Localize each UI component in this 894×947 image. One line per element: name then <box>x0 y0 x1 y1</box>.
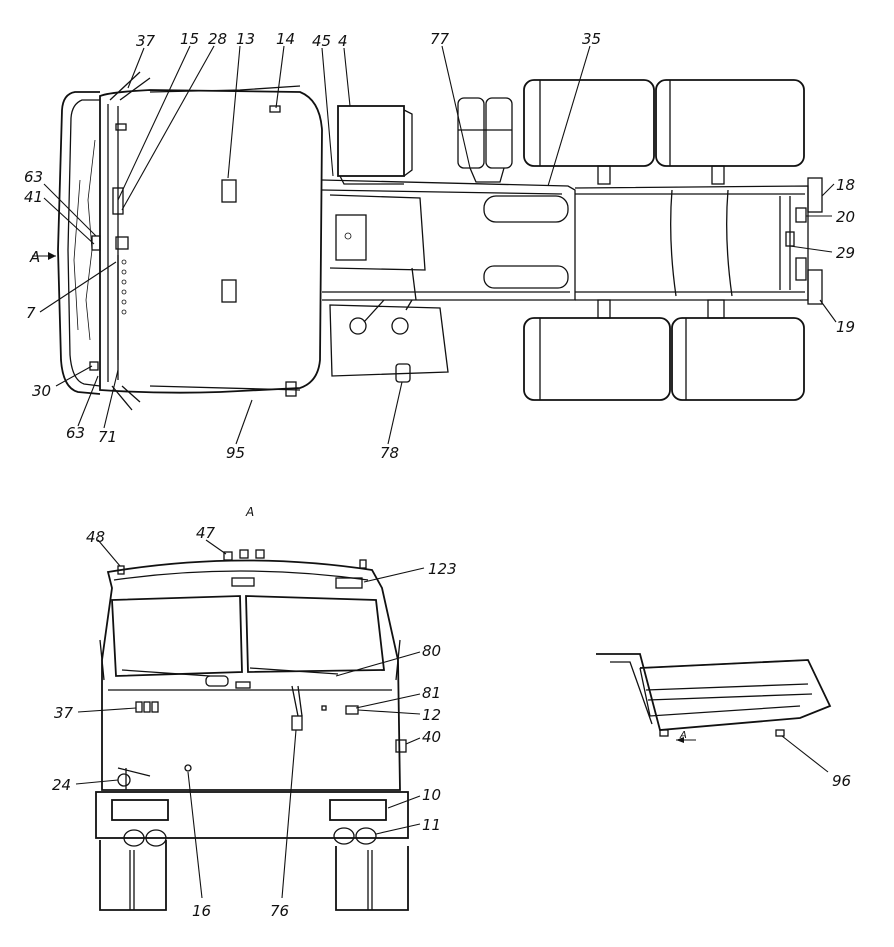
callout-63-lower: 63 <box>66 424 85 442</box>
callout-40: 40 <box>422 728 441 746</box>
callout-30: 30 <box>32 382 51 400</box>
callout-71: 71 <box>98 428 117 446</box>
callout-14: 14 <box>276 30 295 48</box>
callout-47: 47 <box>196 524 216 542</box>
leader-lines <box>32 45 837 899</box>
callout-28: 28 <box>208 30 227 48</box>
callout-12: 12 <box>422 706 441 724</box>
callout-37-top: 37 <box>136 32 156 50</box>
callout-13: 13 <box>236 30 255 48</box>
callout-18: 18 <box>836 176 855 194</box>
front-view-title: A <box>245 505 254 519</box>
callout-11: 11 <box>422 816 441 834</box>
callout-20: 20 <box>836 208 855 226</box>
callout-labels: 37 15 28 13 14 45 4 77 35 18 20 29 19 63… <box>24 30 855 920</box>
callout-24: 24 <box>52 776 71 794</box>
callout-77: 77 <box>430 30 450 48</box>
callout-45: 45 <box>312 32 331 50</box>
callout-95: 95 <box>226 444 245 462</box>
callout-10: 10 <box>422 786 441 804</box>
callout-63-upper: 63 <box>24 168 43 186</box>
callout-4: 4 <box>338 32 348 50</box>
top-view-chassis <box>321 79 823 401</box>
frame-detail-view <box>596 653 832 737</box>
callout-96: 96 <box>832 772 851 790</box>
view-marker-a-frame: A <box>679 730 687 741</box>
view-marker-a-top: A <box>29 248 40 266</box>
callout-19: 19 <box>836 318 855 336</box>
callout-35: 35 <box>582 30 601 48</box>
top-view-cab <box>57 71 323 411</box>
callout-37-front: 37 <box>54 704 74 722</box>
callout-48: 48 <box>86 528 105 546</box>
callout-7: 7 <box>26 304 36 322</box>
callout-80: 80 <box>422 642 441 660</box>
callout-78: 78 <box>380 444 399 462</box>
callout-123: 123 <box>428 560 457 578</box>
callout-15: 15 <box>180 30 199 48</box>
callout-76: 76 <box>270 902 289 920</box>
callout-16: 16 <box>192 902 211 920</box>
callout-29: 29 <box>836 244 855 262</box>
callout-81: 81 <box>422 684 441 702</box>
front-view-cab <box>95 549 409 911</box>
callout-41: 41 <box>24 188 43 206</box>
